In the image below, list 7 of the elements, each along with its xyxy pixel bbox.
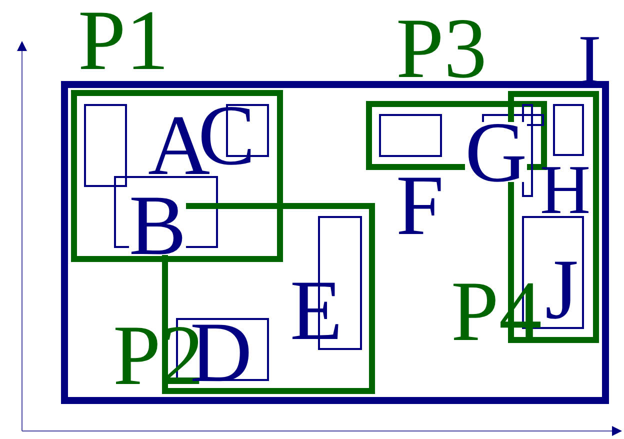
region-label: G	[465, 122, 528, 182]
region-label: B	[129, 195, 186, 256]
region-label: H	[540, 166, 591, 215]
region-label: J	[545, 259, 578, 320]
region-label: F	[396, 175, 444, 236]
region-label: P1	[78, 10, 169, 70]
region-label: P3	[396, 18, 487, 78]
